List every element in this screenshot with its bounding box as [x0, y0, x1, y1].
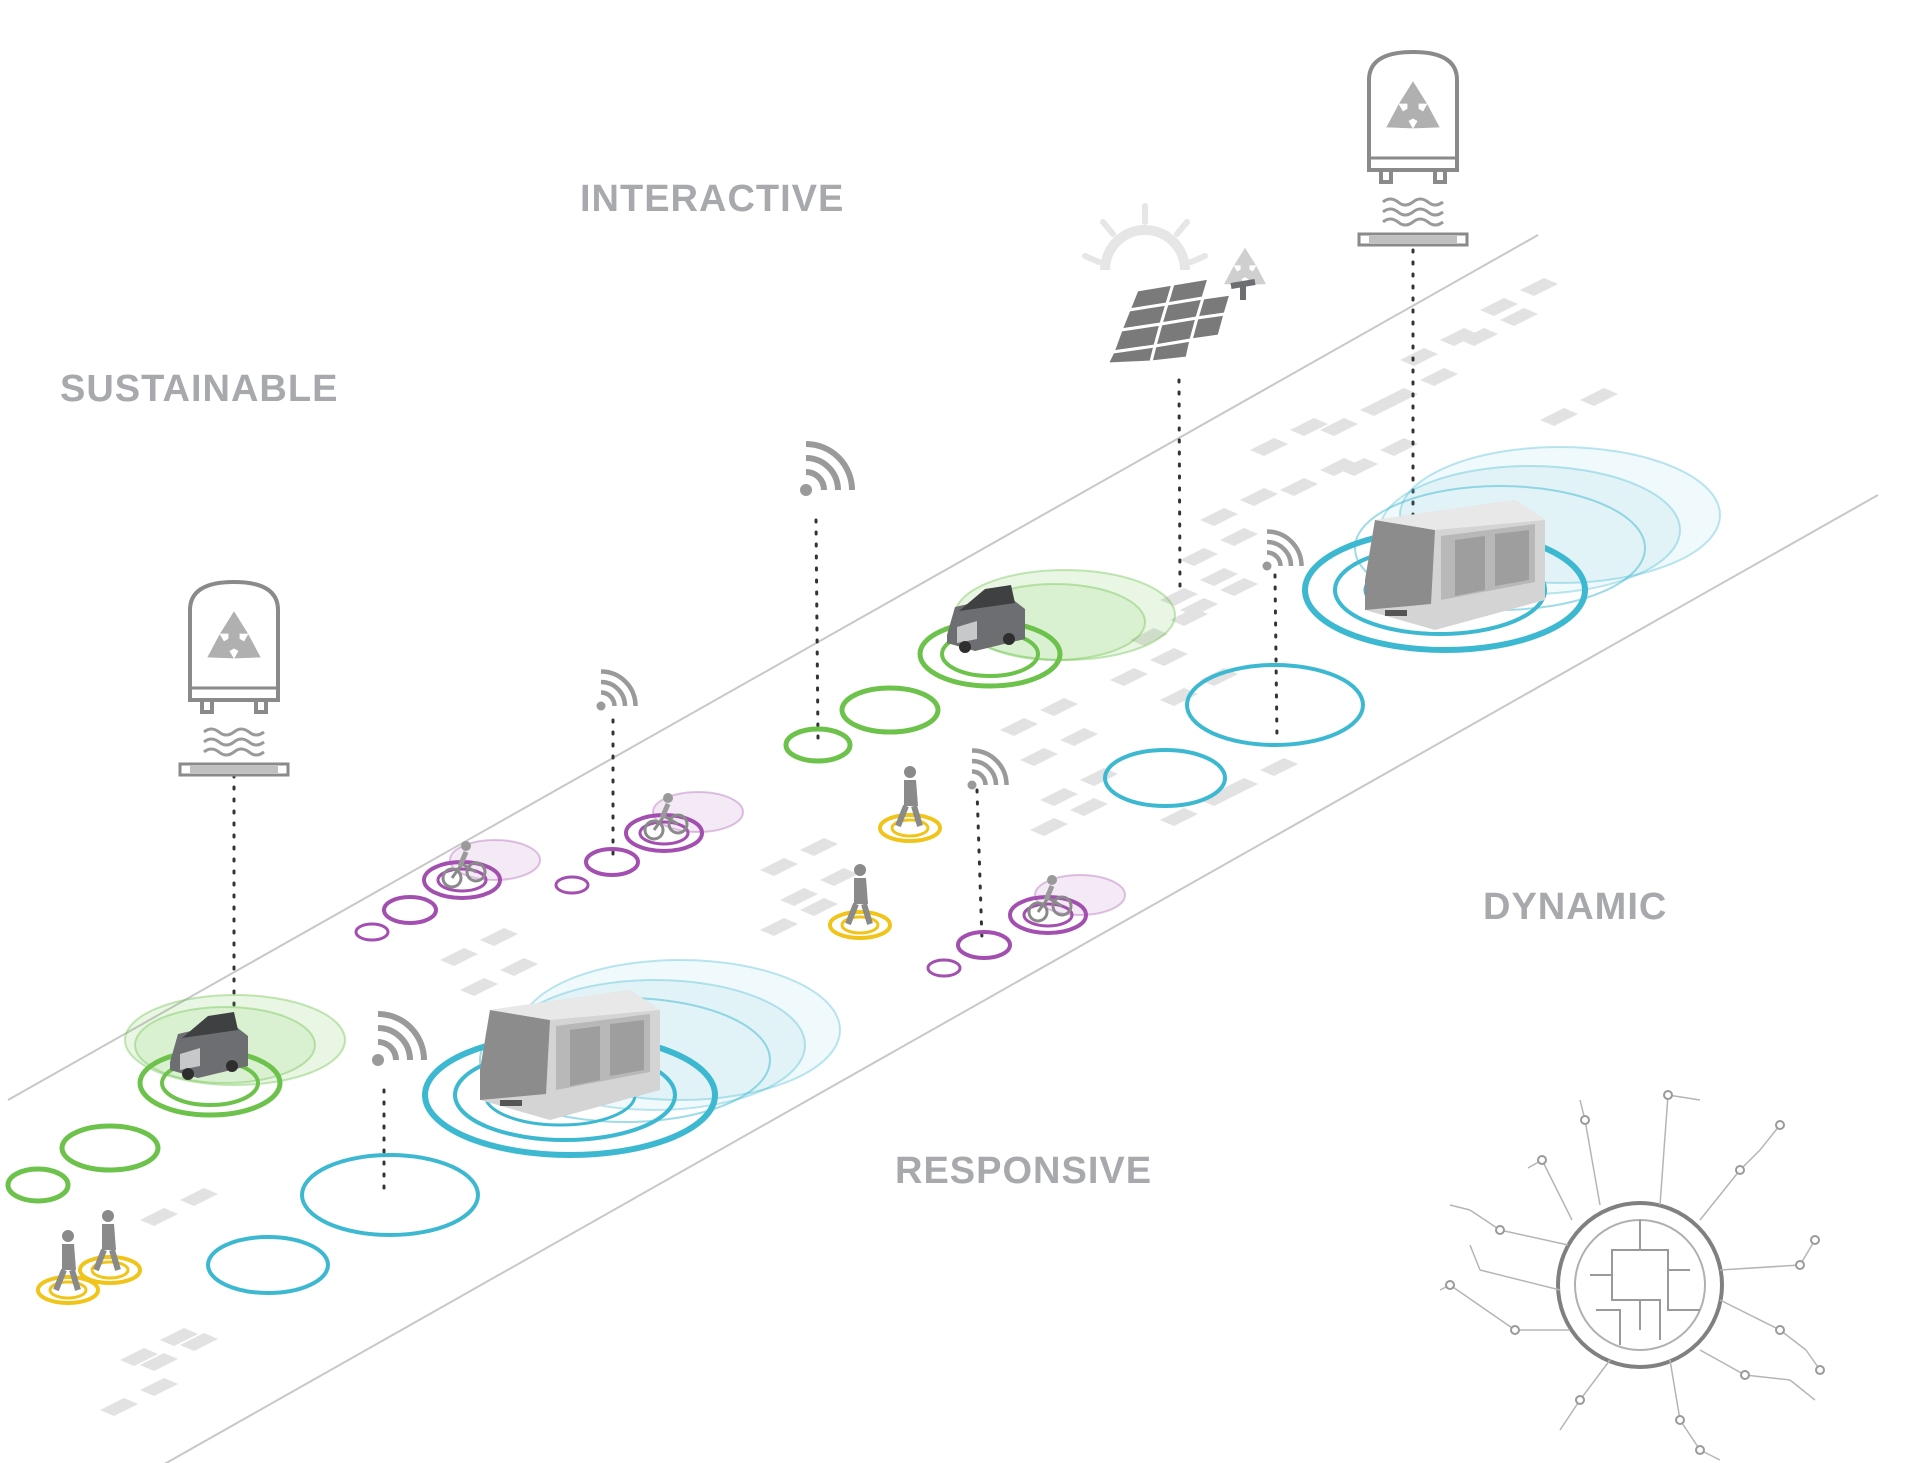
pavement-tiles	[100, 278, 1618, 1416]
data-links	[232, 236, 1415, 1192]
label-responsive: RESPONSIVE	[895, 1150, 1153, 1192]
pedestrian-signal-rings	[36, 813, 942, 1305]
bike-signal-rings	[354, 791, 1126, 978]
wifi-signal-icon	[597, 672, 636, 711]
wifi-signal-icon	[1263, 532, 1302, 571]
recycle-bus-charging-icon	[180, 582, 288, 775]
label-dynamic: DYNAMIC	[1483, 886, 1668, 928]
shuttle-signal-rings-upper	[1103, 446, 1721, 808]
wifi-signal-icon	[372, 1014, 424, 1066]
wifi-signal-icon	[968, 751, 1007, 790]
car-signal-rings-lower	[5, 994, 346, 1204]
recycle-bus-charging-icon	[1359, 52, 1467, 245]
solar-panel-icon	[1082, 203, 1272, 366]
road	[7, 234, 1879, 1463]
city-network-icon	[1439, 1090, 1825, 1461]
label-sustainable: SUSTAINABLE	[60, 368, 339, 410]
label-interactive: INTERACTIVE	[580, 178, 845, 220]
wifi-signal-icon	[800, 444, 852, 496]
